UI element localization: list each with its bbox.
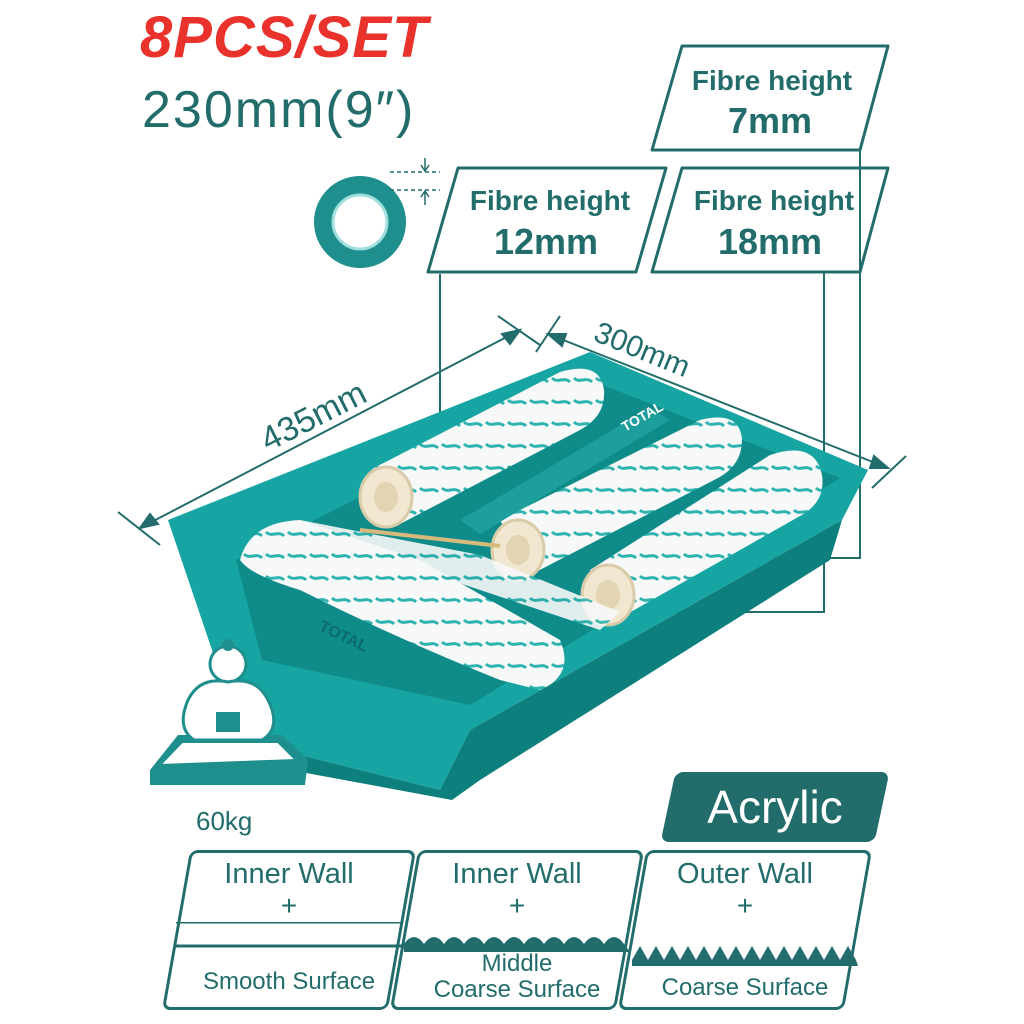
surface-line1: Middle	[481, 950, 553, 977]
material-badge-label: Acrylic	[707, 781, 843, 833]
roller-handle: TOTAL	[359, 398, 670, 548]
roller-size-text: 230mm(9″)	[142, 81, 416, 139]
wave-surface-pattern	[404, 937, 630, 952]
plus-icon: +	[736, 890, 754, 921]
fibre-panel-value: 18mm	[718, 221, 822, 262]
surface-line2: Coarse Surface	[433, 976, 601, 1003]
surface-wall-label: Inner Wall	[224, 858, 354, 890]
fibre-panel-label: Fibre height	[694, 185, 854, 216]
surface-wall-label: Outer Wall	[677, 858, 813, 890]
surface-line2: Coarse Surface	[661, 974, 829, 1001]
teeth-surface-pattern	[632, 946, 858, 966]
plus-icon: +	[508, 890, 526, 921]
surface-card-smooth: Inner Wall + Smooth Surface	[161, 850, 417, 1010]
paint-roller-middle	[490, 417, 742, 582]
paint-roller-long-front	[240, 520, 620, 690]
fibre-panel-7mm: Fibre height 7mm	[650, 44, 890, 152]
fibre-panel-value: 12mm	[494, 221, 598, 262]
roller-cross-section-icon	[314, 158, 440, 268]
surface-card-coarse: Outer Wall + Coarse Surface	[617, 850, 873, 1010]
plus-icon: +	[280, 890, 298, 921]
surface-line2: Smooth Surface	[202, 968, 376, 995]
surface-card-middle-coarse: Inner Wall + Middle Coarse Surface	[389, 850, 645, 1010]
dimension-width	[535, 315, 907, 489]
fibre-panel-label: Fibre height	[692, 65, 852, 96]
fibre-panel-18mm: Fibre height 18mm	[650, 166, 890, 274]
material-badge: Acrylic	[660, 772, 890, 842]
fibre-panel-value: 7mm	[728, 100, 812, 141]
fibre-panel-label: Fibre height	[470, 185, 630, 216]
dimension-length	[117, 315, 541, 546]
smooth-surface-pattern	[176, 922, 402, 948]
sumo-load-icon	[150, 639, 308, 785]
surface-wall-label: Inner Wall	[452, 858, 582, 890]
load-weight-label: 60kg	[196, 806, 253, 836]
fibre-panel-12mm: Fibre height 12mm	[426, 166, 668, 274]
paint-roller-top-left	[358, 368, 605, 529]
pieces-per-set-headline: 8PCS/SET	[140, 5, 429, 70]
